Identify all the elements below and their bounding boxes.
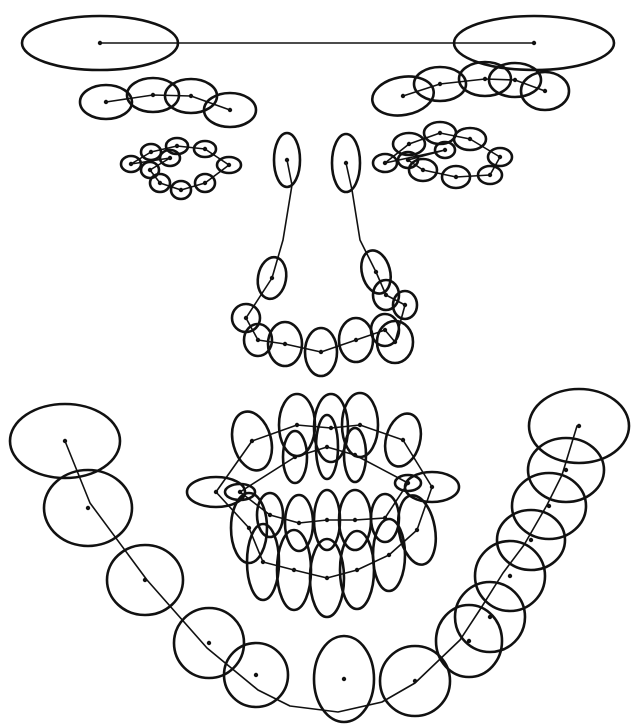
right-eyebrow-point-2 (438, 82, 442, 86)
right-eyebrow-point-4 (513, 78, 517, 82)
jaw-line-point-3 (143, 578, 147, 582)
inner-lips-point-7 (353, 518, 357, 522)
jaw-line-point-13 (564, 468, 568, 472)
outer-lips-point-12 (292, 568, 296, 572)
jaw-line-point-4 (207, 641, 211, 645)
inner-lips-point-6 (383, 516, 387, 520)
right-eye-point-3 (438, 131, 442, 135)
right-eye-point-8 (421, 168, 425, 172)
left-eye-point-4 (203, 147, 207, 151)
outer-lips-point-1 (214, 490, 218, 494)
nose-left-bridge-point-1 (285, 158, 289, 162)
inner-lips-point-1 (238, 490, 242, 494)
left-eye-point-6 (203, 181, 207, 185)
jaw-line-point-5 (254, 673, 258, 677)
outer-lips-point-10 (355, 568, 359, 572)
left-eye-point-9 (148, 168, 152, 172)
jaw-line-point-8 (467, 639, 471, 643)
outer-lips-point-9 (387, 553, 391, 557)
jaw-line-point-2 (86, 506, 90, 510)
left-eye-point-7 (179, 188, 183, 192)
nose-right-bridge-point-1 (344, 161, 348, 165)
right-eye-point-10 (443, 148, 447, 152)
left-eye-point-5 (227, 163, 231, 167)
outer-lips-point-5 (358, 423, 362, 427)
brow-line-point-1 (98, 41, 102, 45)
right-eyebrow-point-5 (543, 89, 547, 93)
right-eyebrow-point-3 (483, 77, 487, 81)
jaw-line-point-14 (577, 424, 581, 428)
left-eyebrow-point-4 (228, 108, 232, 112)
nose-bottom-point-4 (283, 342, 287, 346)
left-eye-point-10 (168, 156, 172, 160)
jaw-line-point-1 (63, 439, 67, 443)
brow-line-point-2 (532, 41, 536, 45)
nose-bottom-point-5 (319, 350, 323, 354)
nose-bottom-point-10 (384, 293, 388, 297)
inner-lips-point-2 (293, 455, 297, 459)
jaw-line-point-11 (529, 538, 533, 542)
outer-lips-point-6 (401, 438, 405, 442)
inner-lips-point-10 (268, 513, 272, 517)
right-eye-point-2 (407, 142, 411, 146)
left-eyebrow-point-3 (189, 94, 193, 98)
nose-bottom-point-6 (354, 338, 358, 342)
right-eye-point-6 (488, 173, 492, 177)
right-eye-point-5 (498, 155, 502, 159)
jaw-line-point-12 (547, 504, 551, 508)
uncertainty-ellipses (10, 16, 629, 722)
left-eye-point-2 (149, 150, 153, 154)
nose-bottom-point-9 (403, 303, 407, 307)
jaw-line-point-6 (342, 677, 346, 681)
connector-lines (65, 43, 577, 712)
nose-bottom-point-3 (256, 338, 260, 342)
right-eye-point-4 (468, 137, 472, 141)
outer-lips-point-3 (295, 423, 299, 427)
outer-lips-point-13 (261, 560, 265, 564)
nose-bottom-point-8 (393, 340, 397, 344)
right-eye-point-1 (383, 161, 387, 165)
landmark-points (63, 41, 581, 683)
nose-right-bridge-stem (346, 163, 376, 272)
inner-lips-point-3 (325, 445, 329, 449)
jaw-line-point-9 (488, 615, 492, 619)
outer-lips-point-8 (415, 528, 419, 532)
nose-bottom-connector (246, 272, 405, 352)
outer-lips-point-11 (325, 576, 329, 580)
left-eyebrow-point-2 (151, 93, 155, 97)
right-eyebrow-point-1 (401, 94, 405, 98)
right-eye-point-7 (454, 175, 458, 179)
outer-lips-point-2 (250, 439, 254, 443)
left-eye-point-3 (175, 144, 179, 148)
jaw-line-point-7 (413, 679, 417, 683)
inner-lips-point-4 (353, 453, 357, 457)
inner-lips-point-8 (325, 518, 329, 522)
jaw-line-point-10 (508, 574, 512, 578)
left-eye-point-8 (158, 181, 162, 185)
outer-lips-point-4 (329, 426, 333, 430)
nose-bottom-point-11 (374, 270, 378, 274)
nose-bottom-point-7 (383, 328, 387, 332)
outer-lips-point-7 (430, 485, 434, 489)
right-eye-point-9 (406, 158, 410, 162)
inner-lips-point-9 (297, 521, 301, 525)
left-eye-point-1 (129, 162, 133, 166)
left-eyebrow-point-1 (104, 100, 108, 104)
nose-bottom-point-2 (244, 316, 248, 320)
jaw-line-connector (65, 426, 577, 712)
nose-bottom-point-1 (270, 276, 274, 280)
inner-lips-point-5 (406, 481, 410, 485)
outer-lips-point-14 (247, 526, 251, 530)
